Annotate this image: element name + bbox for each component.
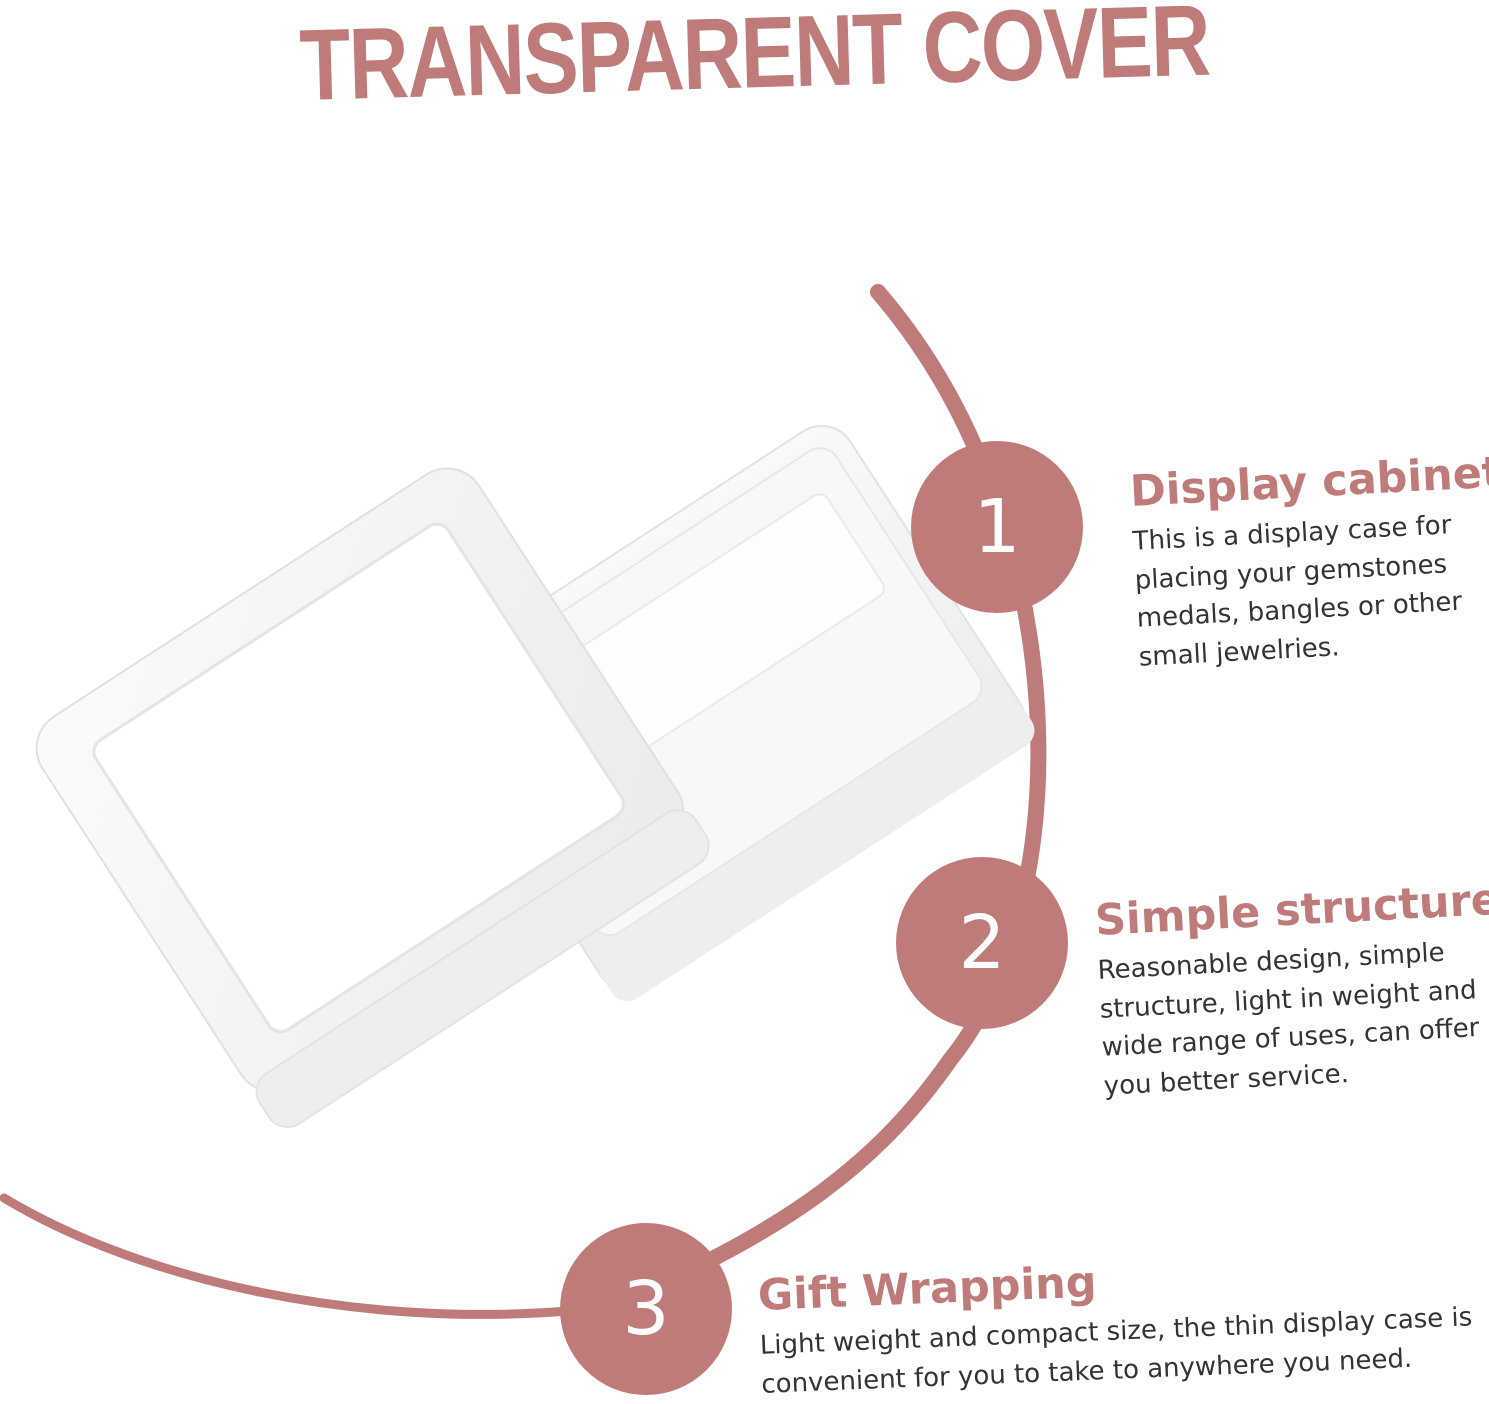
transparent-lid: [35, 467, 710, 1129]
feature-simple-structure: Simple structure Reasonable design, simp…: [1094, 875, 1489, 1106]
feature-description: Reasonable design, simple structure, lig…: [1096, 937, 1481, 1102]
step-1-number: 1: [973, 484, 1020, 570]
step-3-number: 3: [622, 1266, 669, 1352]
step-1-badge: 1: [911, 441, 1083, 613]
step-2-badge: 2: [896, 857, 1068, 1029]
feature-display-cabinet: Display cabinet This is a display case f…: [1129, 448, 1489, 677]
feature-description: This is a display case for placing your …: [1131, 510, 1463, 673]
step-2-number: 2: [958, 900, 1005, 986]
decorative-arc: [0, 1193, 585, 1319]
step-3-badge: 3: [560, 1223, 732, 1395]
